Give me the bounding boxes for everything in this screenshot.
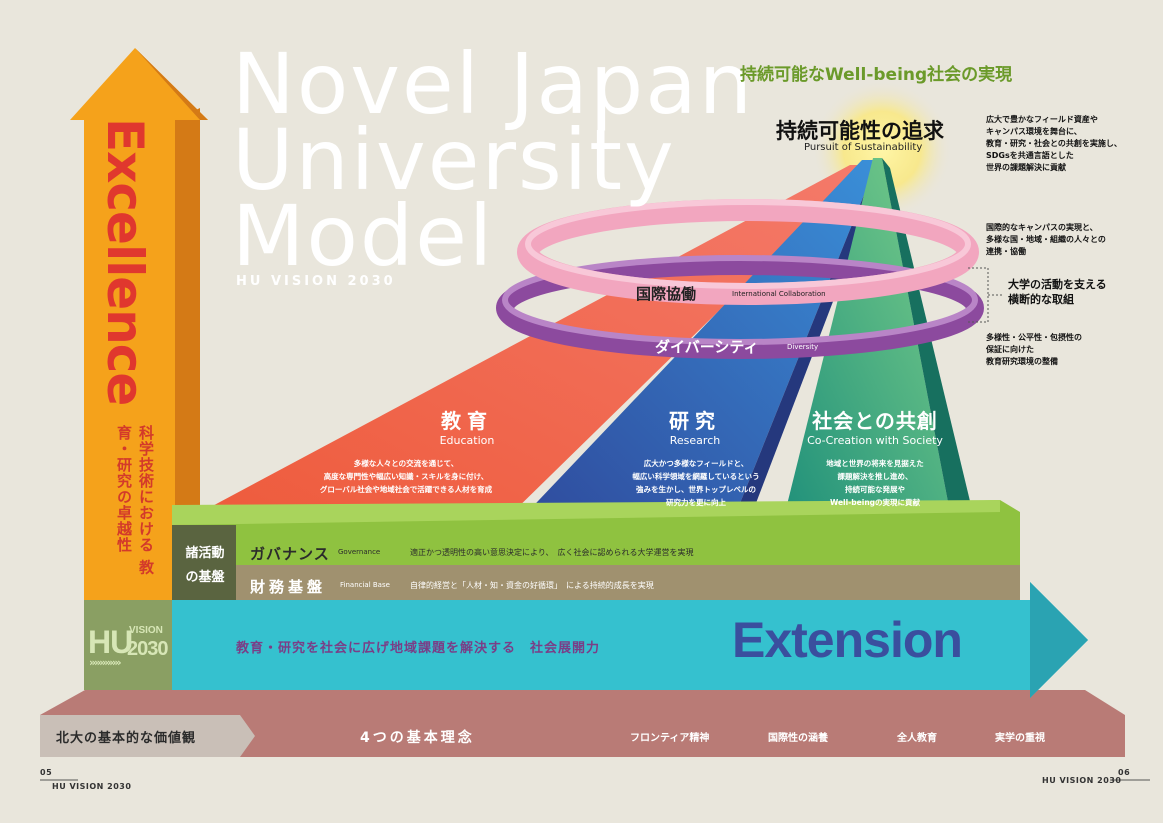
pursuit-title: 持続可能性の追求 (776, 119, 944, 143)
society-beam-side (882, 158, 975, 528)
base-label: 北大の基本的な価値観 (56, 731, 197, 746)
financial-subtitle: Financial Base (340, 581, 390, 589)
excellence-head-side (135, 48, 208, 120)
governance-subtitle: Governance (338, 548, 381, 556)
base-item-holistic: 全人教育 (897, 733, 937, 744)
extension-arrow (84, 582, 1088, 698)
diversity-label-en: Diversity (787, 343, 819, 351)
logo-vision: VISION (129, 625, 163, 636)
foundation-label-box (172, 525, 236, 600)
excellence-shaft (84, 120, 175, 600)
footer-left-page: 05 (40, 768, 53, 777)
foundation-label: 諸活動の基盤 (185, 546, 225, 585)
logo-year: 2030 (127, 638, 168, 660)
diversity-label: ダイバーシティ (655, 338, 759, 356)
financial-desc: 自律的経営と「人材・知・資金の好循環」 による持続的成長を実現 (410, 581, 654, 590)
governance-top (172, 500, 1000, 525)
excellence-shaft-side (175, 108, 200, 600)
base-main: 4つの基本理念 (360, 730, 475, 746)
base-item-practical: 実学の重視 (995, 733, 1045, 744)
excellence-label: Excellence (96, 118, 154, 406)
excellence-head (70, 48, 208, 120)
international-note: 国際的なキャンパスの実現と、多様な国・地域・組織の人々との連携・協働 (986, 223, 1106, 256)
diversity-ring-top (502, 255, 978, 345)
base-item-international: 国際性の涵養 (768, 733, 828, 744)
governance-desc: 適正かつ透明性の高い意思決定により、 広く社会に認められる大学運営を実現 (410, 548, 694, 557)
extension-label: Extension (732, 612, 963, 668)
footer-right-text: HU VISION 2030 (1042, 776, 1122, 785)
title-subtitle: HU VISION 2030 (236, 274, 396, 289)
support-bracket (968, 267, 1002, 323)
title-line2: University (232, 111, 676, 209)
education-beam (205, 165, 868, 520)
society-title: 社会との共創 (812, 409, 938, 433)
education-desc: 多様な人々との交流を通じて、高度な専門性や幅広い知識・スキルを身に付け、グローバ… (319, 459, 493, 494)
logo-box (84, 600, 172, 690)
support-label: 大学の活動を支える横断的な取組 (1008, 278, 1107, 306)
governance-band (172, 500, 1020, 565)
education-title: 教育 (441, 409, 493, 433)
pursuit-subtitle: Pursuit of Sustainability (804, 142, 923, 153)
governance-title: ガバナンス (250, 545, 330, 563)
base-item-frontier: フロンティア精神 (630, 733, 710, 744)
logo-hu: HU (88, 624, 133, 660)
base-slab (40, 690, 1125, 757)
pursuit-note: 広大で豊かなフィールド資産やキャンパス環境を舞台に、教育・研究・社会との共創を実… (986, 115, 1122, 172)
title-line3: Model (232, 187, 495, 285)
extension-arrow-tip (1030, 582, 1088, 698)
diversity-note: 多様性・公平性・包摂性の保証に向けた教育研究環境の整備 (986, 333, 1082, 366)
headline: 持続可能なWell-being社会の実現 (740, 65, 1013, 85)
diversity-ring (496, 257, 984, 359)
research-title: 研究 (669, 409, 721, 433)
financial-title: 財務基盤 (250, 578, 327, 596)
logo-chevrons: »»»»»» (89, 656, 122, 669)
research-desc: 広大かつ多様なフィールドと、幅広い科学領域を網羅しているという強みを生かし、世界… (632, 459, 760, 507)
excellence-jp-label: 科学技術における 教育・研究の卓越性 (115, 425, 155, 576)
base-label-box (40, 715, 240, 757)
financial-band (172, 565, 1020, 600)
research-subtitle: Research (669, 434, 721, 447)
society-subtitle: Co-Creation with Society (807, 434, 943, 447)
education-subtitle: Education (439, 434, 495, 447)
international-label: 国際協働 (636, 285, 697, 303)
footer-right-page: 06 (1118, 768, 1131, 777)
footer-left-text: HU VISION 2030 (52, 782, 132, 791)
international-ring-top (525, 199, 971, 289)
extension-desc: 教育・研究を社会に広げ地域課題を解決する 社会展開力 (236, 641, 601, 656)
title-line1: Novel Japan (232, 35, 754, 133)
international-label-en: International Collaboration (732, 290, 826, 298)
base-label-arrow (240, 715, 255, 757)
